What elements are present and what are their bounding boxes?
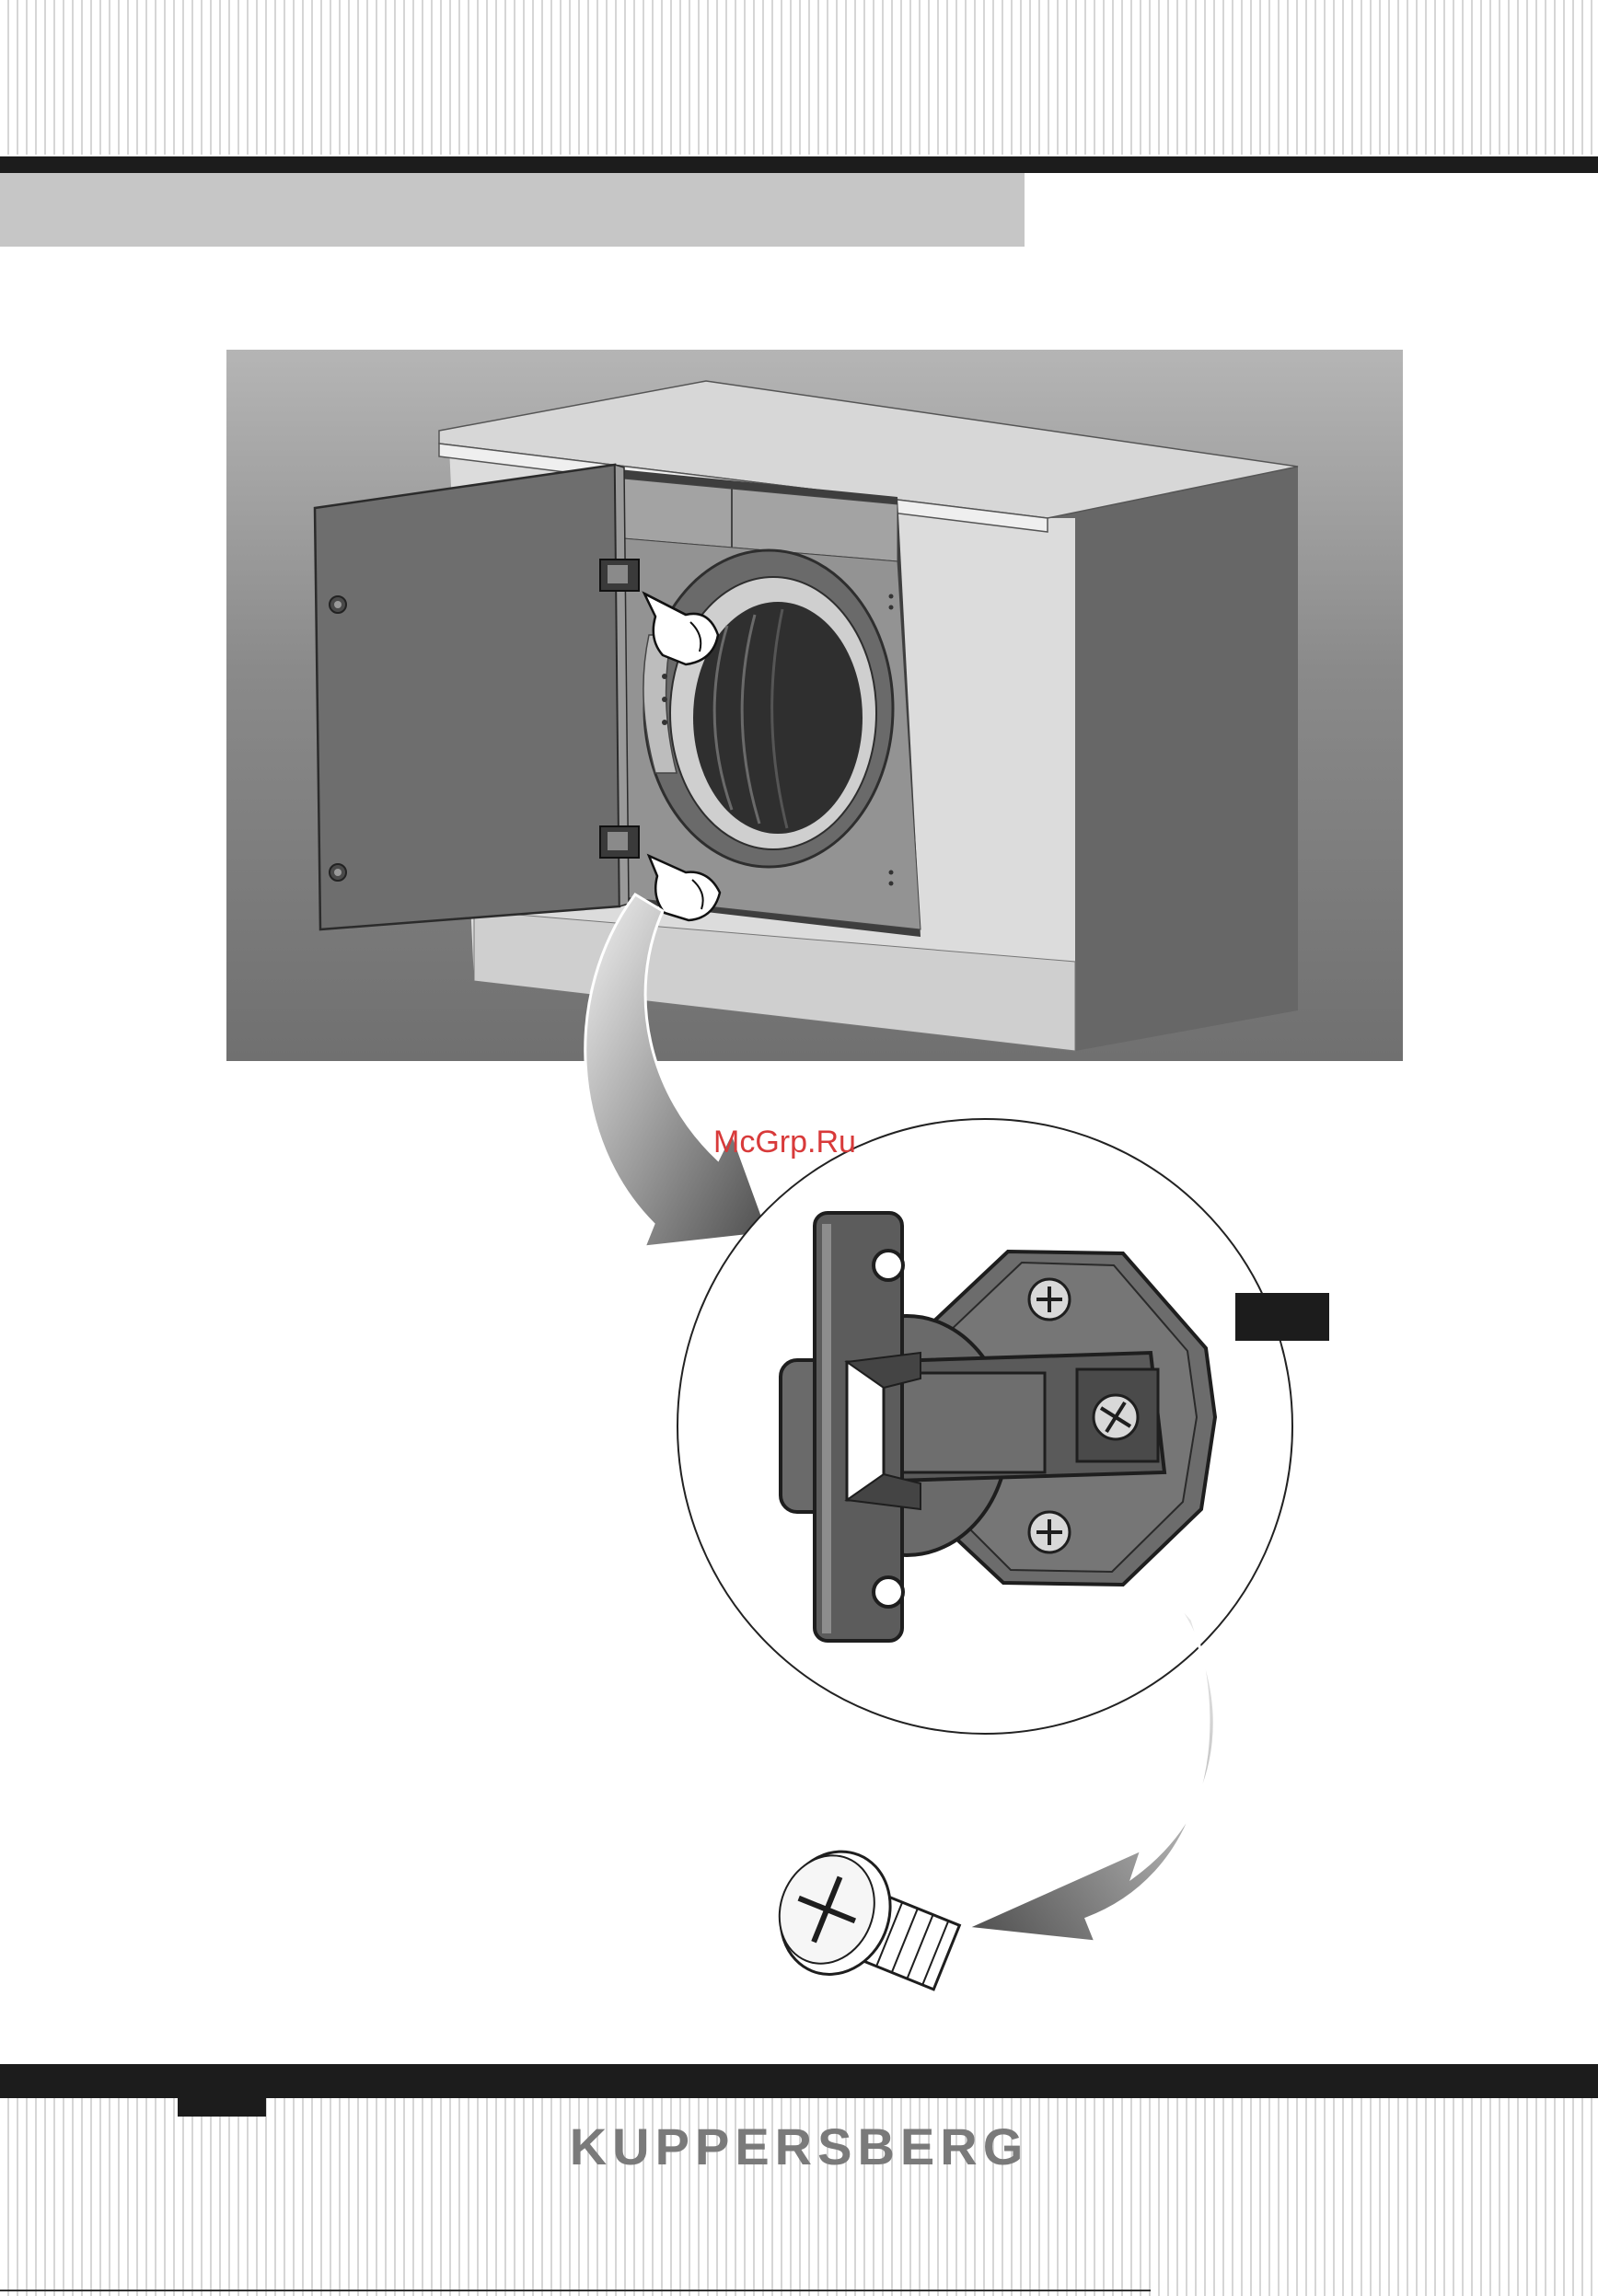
header-band [0,173,1025,247]
watermark-text: McGrp.Ru [713,1125,856,1160]
adjust-screw [1094,1395,1138,1439]
cabinet-washing-machine-illustration [226,350,1403,1061]
header-spacer [1025,173,1598,247]
top-stripe-pattern [0,0,1598,155]
label-box [1235,1293,1329,1341]
bottom-rule [0,2290,1151,2291]
screw-icon [760,1834,969,2015]
brand-logo-text: KUPPERSBERG [0,2117,1598,2176]
plate-screw-top [1029,1279,1070,1320]
upper-hinge [600,560,639,591]
top-bar [0,156,1598,173]
plate-screw-bottom [1029,1512,1070,1552]
lower-hinge [600,826,639,858]
bottom-bar [0,2064,1598,2098]
page-number-tab [178,2098,266,2117]
